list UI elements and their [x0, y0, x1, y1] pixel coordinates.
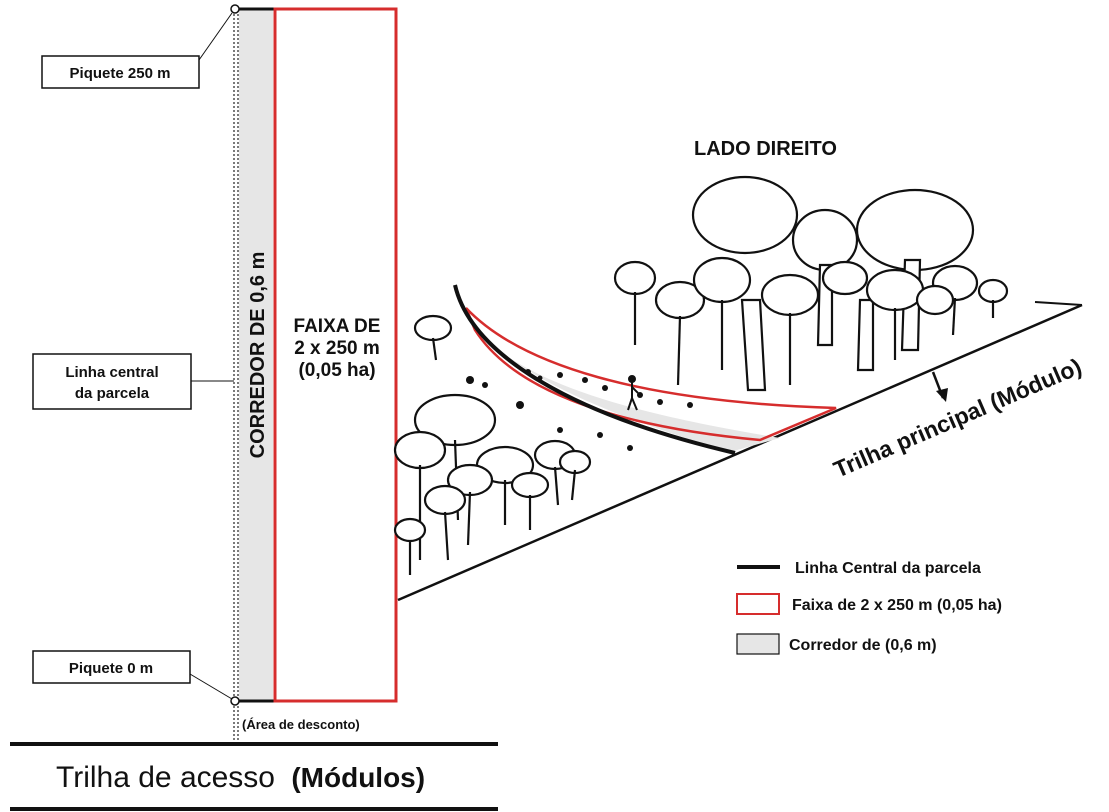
- piquete-bottom-marker: [230, 696, 240, 706]
- faixa-label-line1: FAIXA DE: [294, 316, 381, 337]
- center-line-perspective: [453, 284, 736, 455]
- horizon-line: [1034, 301, 1083, 306]
- trilha-arrow: [931, 371, 948, 402]
- plot-strip: [230, 4, 398, 745]
- corredor-perspective: [455, 285, 780, 452]
- person-figure: [627, 375, 639, 411]
- callout-piquete-top: Piquete 250 m: [41, 12, 233, 89]
- faixa-label-line3: (0,05 ha): [298, 360, 375, 381]
- legend-label-faixa: Faixa de 2 x 250 m (0,05 ha): [792, 597, 1002, 614]
- legend: Linha Central da parcela Faixa de 2 x 25…: [736, 560, 1002, 655]
- legend-faixa-swatch: [736, 593, 780, 615]
- understory-plants: [466, 369, 693, 451]
- callout-linha-central: Linha central da parcela: [32, 353, 234, 410]
- faixa-perspective: [464, 307, 837, 442]
- piquete-bottom-label: Piquete 0 m: [69, 660, 153, 677]
- corredor-vertical-label: CORREDOR DE 0,6 m: [247, 252, 269, 459]
- legend-label-line: Linha Central da parcela: [795, 560, 981, 577]
- area-desconto-label: (Área de desconto): [242, 717, 360, 732]
- trees-sketch: [393, 175, 1009, 575]
- trilha-acesso-label-b: (Módulos): [291, 762, 425, 793]
- linha-central-label-2: da parcela: [75, 385, 150, 402]
- corredor-area: [239, 9, 273, 701]
- piquete-top-label: Piquete 250 m: [70, 65, 171, 82]
- faixa-area: [273, 7, 398, 703]
- callout-piquete-bottom: Piquete 0 m: [32, 650, 233, 700]
- perspective-plot: [393, 175, 1083, 602]
- legend-label-corredor: Corredor de (0,6 m): [789, 637, 937, 654]
- lado-direito-label: LADO DIREITO: [694, 138, 837, 160]
- trilha-acesso-label: Trilha de acesso (Módulos): [56, 761, 425, 794]
- trilha-principal-line: [397, 303, 1083, 602]
- legend-corredor-swatch: [736, 633, 780, 655]
- linha-central-label-1: Linha central: [65, 364, 158, 381]
- faixa-label-line2: 2 x 250 m: [294, 338, 380, 359]
- piquete-top-marker: [230, 4, 240, 14]
- trilha-principal-label: Trilha principal (Módulo): [830, 353, 1086, 483]
- trilha-acesso-label-a: Trilha de acesso: [56, 761, 275, 794]
